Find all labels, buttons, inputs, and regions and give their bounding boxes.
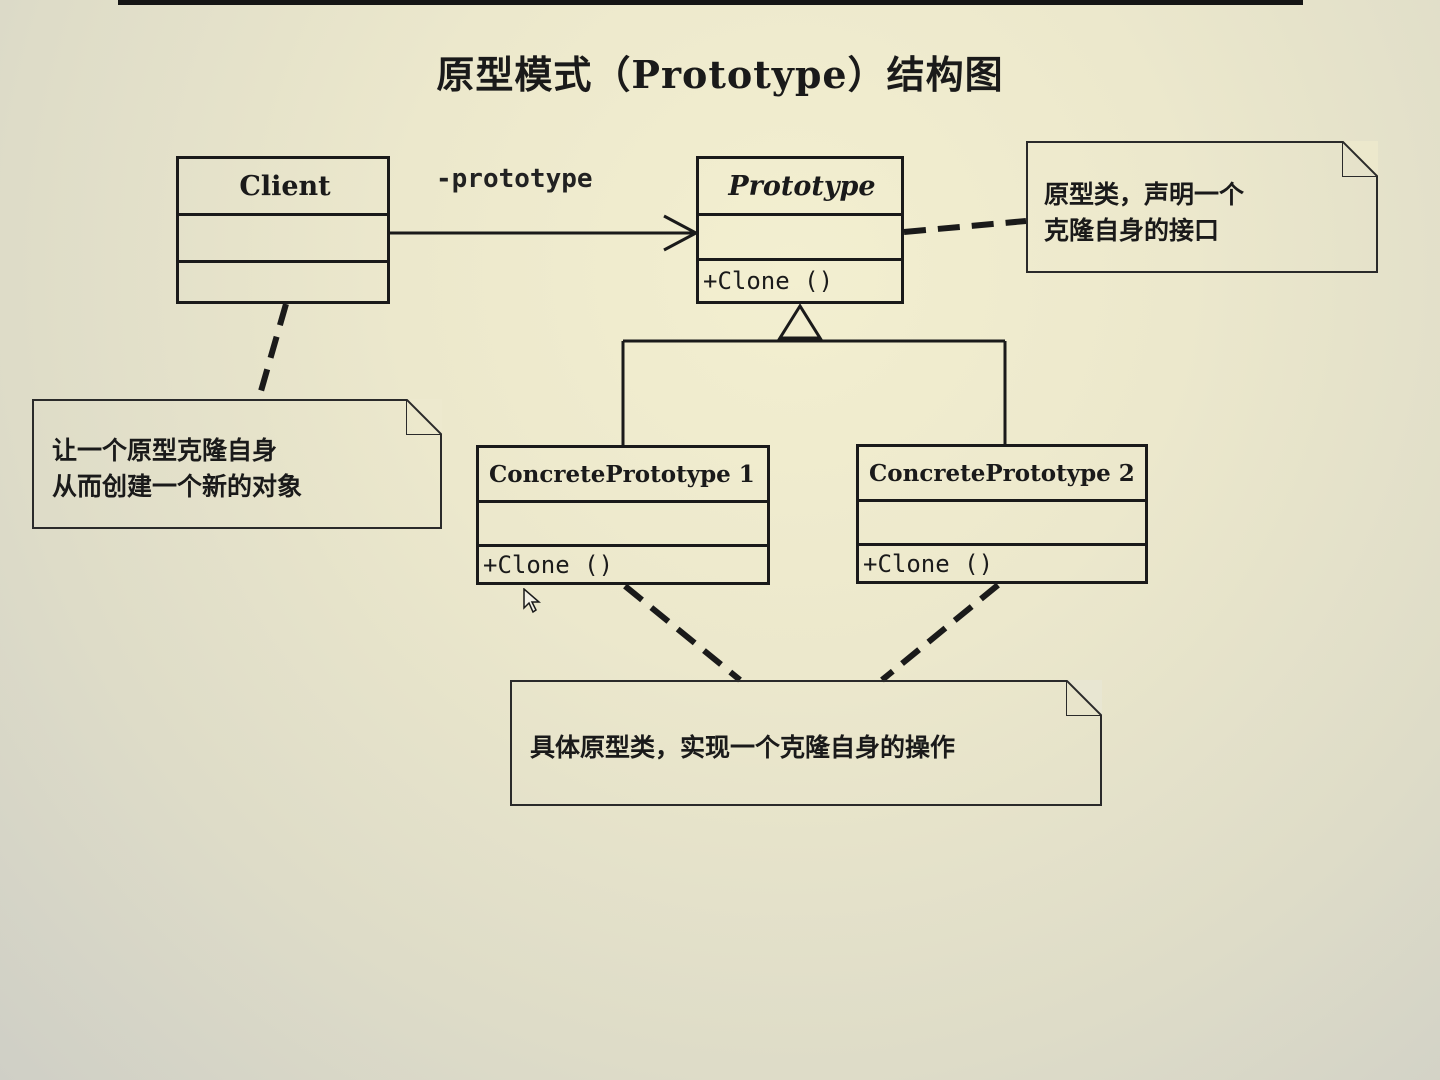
client-note-line-1: 让一个原型克隆自身: [52, 436, 278, 465]
concrete-prototype-2-class-box[interactable]: ConcretePrototype 2 +Clone (): [856, 444, 1148, 584]
concrete-prototype-1-class-box[interactable]: ConcretePrototype 1 +Clone (): [476, 445, 770, 585]
concrete-prototype-note[interactable]: 具体原型类，实现一个克隆自身的操作: [510, 680, 1102, 806]
prototype-class-box[interactable]: Prototype +Clone (): [696, 156, 904, 304]
client-class-box[interactable]: Client: [176, 156, 390, 304]
mouse-pointer-icon: [523, 588, 542, 614]
prototype-class-name: Prototype: [728, 170, 876, 202]
client-note[interactable]: 让一个原型克隆自身 从而创建一个新的对象: [32, 399, 442, 529]
concrete2-note-anchor: [880, 582, 1000, 683]
association-role-label: -prototype: [436, 164, 593, 194]
client-operations-section: [179, 260, 387, 301]
prototype-note-line-1: 原型类，声明一个: [1044, 180, 1245, 209]
diagram-title: 原型模式（Prototype）结构图: [436, 52, 1004, 97]
folded-corner-icon: [1066, 680, 1102, 716]
prototype-note-anchor: [903, 218, 1027, 235]
client-note-line-2: 从而创建一个新的对象: [52, 472, 303, 501]
generalization-triangle: [777, 303, 823, 340]
concrete-prototype-1-operation: +Clone (): [479, 544, 767, 582]
concrete-prototype-2-operation: +Clone (): [859, 543, 1145, 581]
concrete1-note-anchor: [623, 583, 742, 683]
concrete-prototype-1-name: ConcretePrototype 1: [489, 460, 755, 488]
client-class-name: Client: [239, 170, 331, 202]
client-note-anchor: [256, 303, 289, 399]
screen-top-edge: [118, 0, 1303, 5]
folded-corner-icon: [1342, 141, 1378, 177]
prototype-attributes-section: [699, 213, 901, 258]
concrete-prototype-2-name: ConcretePrototype 2: [869, 459, 1135, 487]
concrete-prototype-2-attributes-section: [859, 499, 1145, 543]
folded-corner-icon: [406, 399, 442, 435]
concrete-prototype-1-attributes-section: [479, 500, 767, 544]
prototype-note[interactable]: 原型类，声明一个 克隆自身的接口: [1026, 141, 1378, 273]
prototype-note-line-2: 克隆自身的接口: [1044, 216, 1220, 245]
client-attributes-section: [179, 213, 387, 260]
concrete-prototype-note-text: 具体原型类，实现一个克隆自身的操作: [530, 733, 956, 762]
prototype-operation: +Clone (): [699, 258, 901, 301]
